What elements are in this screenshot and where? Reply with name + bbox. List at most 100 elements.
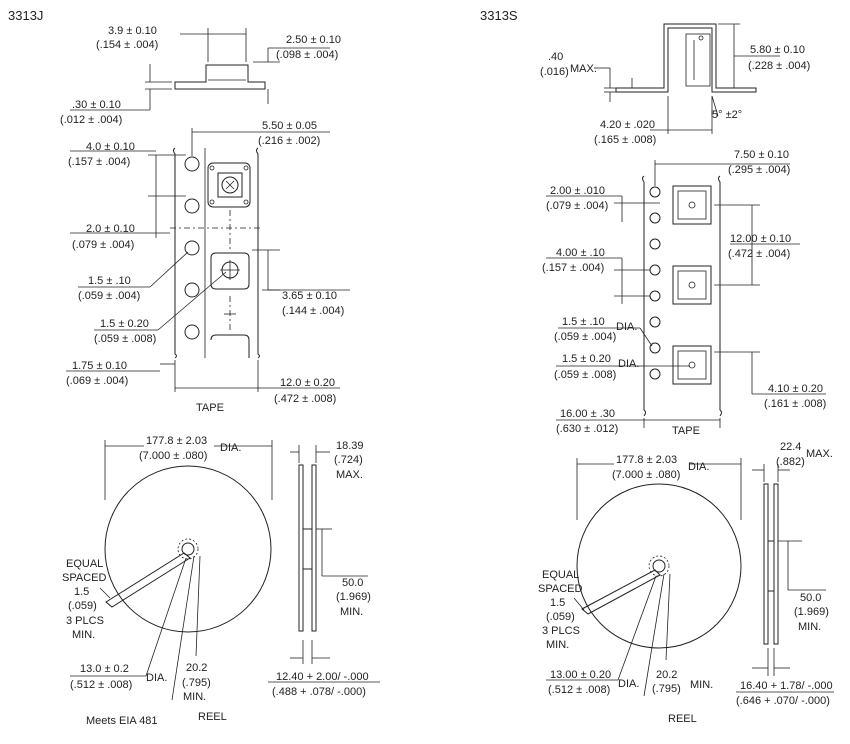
reel-1240-mm: 12.40 + 2.00/ -.000 [276, 671, 369, 683]
hub-202-in: (.795) [652, 683, 681, 695]
right-angle: 5° ±2° [712, 109, 742, 121]
sprocket-hole [649, 238, 661, 250]
dim-15a-in: (.059 ± .004) [78, 290, 140, 302]
hub-dia-mm: 13.0 ± 0.2 [80, 663, 129, 675]
dim-175-mm: 1.75 ± 0.10 [72, 360, 127, 372]
hub-202-note: MIN. [690, 679, 713, 691]
dim-thick-mm: .30 ± 0.10 [72, 99, 121, 111]
part-adjust-rotor [221, 176, 239, 194]
dim-15a-suffix: DIA. [616, 321, 637, 333]
right-max-in: (.016) [540, 66, 569, 78]
right-h-in: (.228 ± .004) [748, 60, 810, 72]
dim-40-mm: 4.0 ± 0.10 [86, 141, 135, 153]
dim-1600-mm: 16.00 ± .30 [560, 408, 615, 420]
right-part-inner [685, 33, 711, 87]
reel-flange [576, 483, 742, 649]
right-w-in: (.165 ± .008) [594, 134, 656, 146]
leader [643, 573, 665, 697]
dim-200-in: (.079 ± .004) [546, 200, 608, 212]
pocket-inner [677, 270, 707, 300]
angle-line [711, 95, 719, 117]
equal-label-4: MIN. [72, 629, 95, 641]
reel-label: REEL [668, 713, 697, 725]
next-pocket [210, 334, 250, 358]
sprocket-hole [184, 240, 200, 256]
reel-width-in: (.724) [334, 454, 363, 466]
reel-1640-mm: 16.40 + 1.78/ -.000 [740, 680, 833, 692]
empty-pocket [210, 252, 250, 290]
dim-750-in: (.295 ± .004) [728, 164, 790, 176]
right-tape: 7.50 ± 0.10 (.295 ± .004) 2.00 ± .010 (.… [542, 149, 826, 437]
reel-spoke-slot [581, 569, 661, 615]
left-tape: 5.50 ± 0.05 (.216 ± .002) 4.0 ± 0.10 (.1… [66, 120, 350, 414]
reel-flange-side [773, 483, 779, 645]
equal-label-4: MIN. [546, 639, 569, 651]
hub-dia-in: (.512 ± .008) [548, 684, 610, 696]
reel-flange [104, 465, 272, 633]
hub-202-mm: 20.2 [656, 669, 677, 681]
sprocket-hole [184, 156, 200, 172]
dim-750-mm: 7.50 ± 0.10 [734, 149, 789, 161]
dim-175-in: (.069 ± .004) [66, 375, 128, 387]
left-part-profile: 3.9 ± 0.10 (.154 ± .004) 2.50 ± 0.10 (.0… [60, 25, 341, 126]
reel-flange-side [298, 464, 304, 632]
dim-40-in: (.157 ± .004) [68, 156, 130, 168]
dim-550-in: (.216 ± .002) [258, 135, 320, 147]
right-title: 3313S [480, 8, 518, 23]
reel-width-note: MAX. [336, 469, 363, 481]
pocket-corner [243, 165, 249, 171]
tape-label: TAPE [672, 425, 700, 437]
reel-dia-in: (7.000 ± .080) [612, 469, 680, 481]
leader [617, 575, 657, 681]
reel-1240-in: (.488 + .078/ -.000) [272, 686, 366, 698]
reel-flange-side [763, 483, 769, 645]
sprocket-hole [184, 198, 200, 214]
leader [195, 555, 201, 657]
reel-dia-mm: 177.8 ± 2.03 [616, 454, 677, 466]
sprocket-hole [649, 368, 661, 380]
dim-15b-in: (.059 ± .008) [554, 369, 616, 381]
left-part-body [174, 64, 266, 90]
right-reel: 177.8 ± 2.03 (7.000 ± .080) DIA. EQUAL S… [538, 441, 834, 725]
reel-flange-side [311, 464, 317, 632]
dim-1200-in: (.472 ± .004) [728, 248, 790, 260]
dim-365-mm: 3.65 ± 0.10 [282, 290, 337, 302]
sprocket-hole [649, 264, 661, 276]
dim-365-in: (.144 ± .004) [282, 305, 344, 317]
reel-hub [181, 542, 195, 556]
reel-50-in: (1.969) [794, 606, 829, 618]
reel-spoke-slot [105, 552, 191, 608]
reel-dia-suffix: DIA. [220, 442, 241, 454]
reel-50-note: MIN. [340, 606, 363, 618]
hub-202-mm: 20.2 [186, 662, 207, 674]
reel-dia-mm: 177.8 ± 2.03 [146, 435, 207, 447]
pocket [672, 265, 712, 305]
dim-height-mm: 2.50 ± 0.10 [286, 34, 341, 46]
dim-120-in: (.472 ± .008) [274, 393, 336, 405]
dim-15b-in: (.059 ± .008) [94, 333, 156, 345]
dim-15b-suffix: DIA. [618, 358, 639, 370]
sprocket-hole [184, 324, 200, 340]
pocket [672, 185, 712, 225]
reel-hub-outline [177, 538, 199, 560]
reel-hub-outline [648, 555, 670, 577]
sprocket-hole [649, 212, 661, 224]
reel-width-mm: 22.4 [780, 441, 801, 453]
leader [171, 555, 195, 701]
dim-width-mm: 3.9 ± 0.10 [108, 25, 157, 37]
equal-label-1: EQUAL [542, 569, 579, 581]
sprocket-hole [649, 342, 661, 354]
sprocket-hole [184, 282, 200, 298]
dim-200-mm: 2.00 ± .010 [550, 185, 605, 197]
leader [157, 271, 227, 331]
part-slot [225, 180, 235, 190]
pocket-inner [677, 350, 707, 380]
dim-1200-mm: 12.00 ± 0.10 [730, 233, 791, 245]
right-part-pin [698, 35, 704, 41]
tape-label: TAPE [196, 402, 224, 414]
pocket-hole [688, 361, 696, 369]
pocket-with-part [207, 162, 251, 208]
dim-120-mm: 12.0 ± 0.20 [280, 377, 335, 389]
right-part-profile: .40 (.016) MAX. 5.80 ± 0.10 (.228 ± .004… [540, 23, 810, 146]
